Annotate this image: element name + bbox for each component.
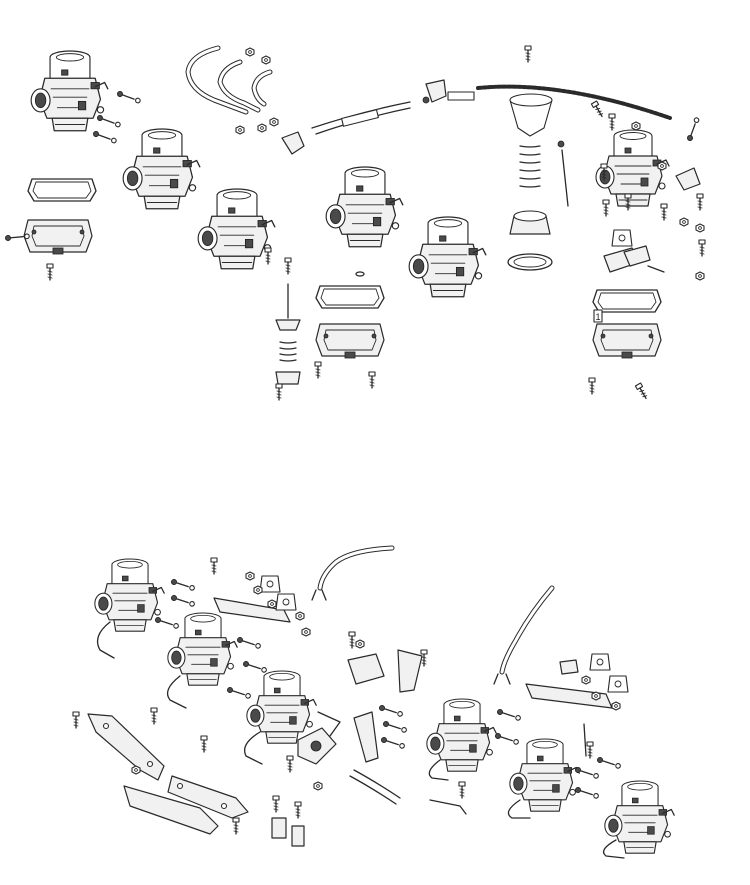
bottom-panel (72, 545, 675, 859)
top-float-bowl-right (592, 323, 662, 359)
top-float-bowl-left (23, 219, 93, 255)
top-gasket-right (592, 289, 662, 313)
top-gasket-left (27, 178, 97, 202)
top-carburetor-2 (122, 128, 201, 210)
top-vent-tubes (185, 45, 273, 115)
top-gasket-center (315, 285, 385, 309)
top-slide-assembly (507, 93, 569, 271)
top-needle-jet-stack (275, 257, 376, 401)
bottom-carburetor-3 (246, 670, 317, 744)
bottom-choke-rods (96, 621, 625, 859)
bottom-center-brackets (297, 649, 423, 765)
top-float-bowl-marker: 1 (595, 312, 600, 322)
bottom-carburetor-6 (604, 780, 675, 854)
top-carburetor-5 (408, 216, 487, 298)
bottom-carburetor-2 (167, 612, 238, 686)
bottom-fuel-hoses (311, 545, 555, 805)
top-float-bowl-center (315, 323, 385, 359)
top-carburetor-1 (30, 50, 109, 132)
bottom-mount-brackets (87, 713, 249, 835)
top-panel: 1 (4, 45, 706, 401)
top-fuel-line (281, 79, 672, 155)
top-carburetor-4 (325, 166, 404, 248)
bottom-carburetor-4 (426, 698, 497, 772)
bottom-throttle-linkage (213, 575, 629, 709)
top-carburetor-3 (197, 188, 276, 270)
top-right-hardware (524, 45, 706, 401)
top-callout-box (593, 309, 603, 323)
bottom-fittings (72, 557, 594, 847)
bottom-carburetor-1 (94, 558, 165, 632)
